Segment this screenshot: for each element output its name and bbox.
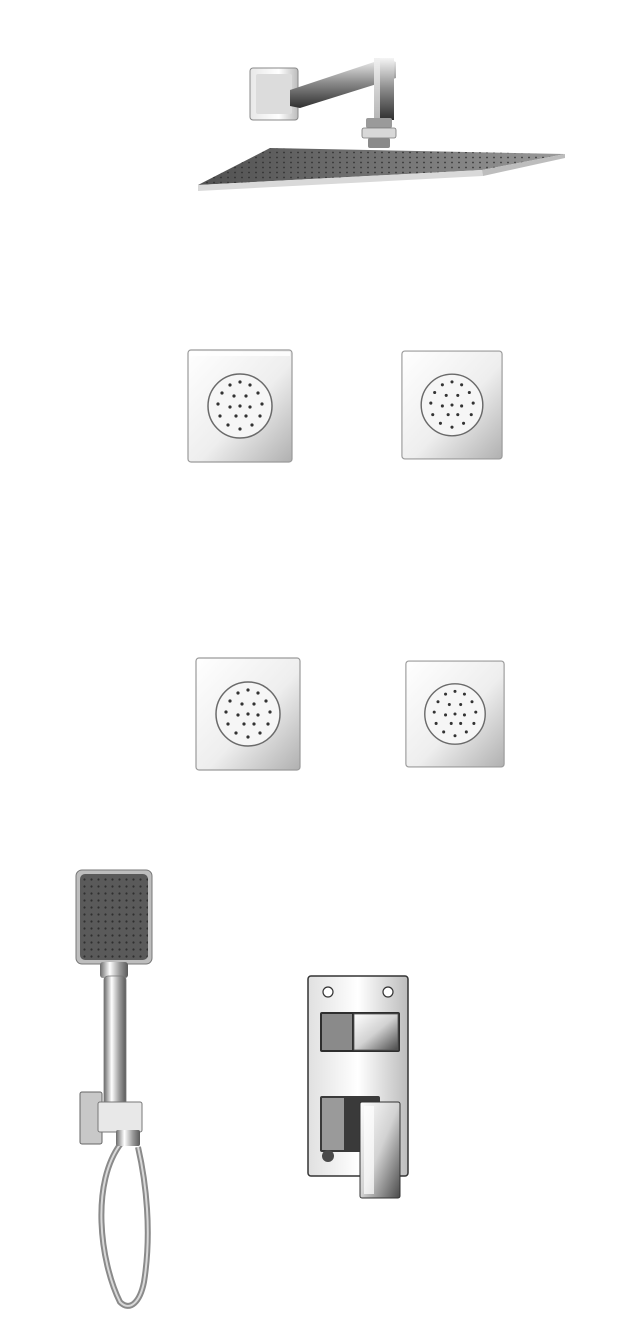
rain-shower-head [190, 50, 570, 200]
body-jet [186, 348, 294, 464]
diverter-valve-icon [307, 975, 409, 1199]
hand-shower [60, 862, 170, 1312]
body-jet-icon [195, 657, 301, 771]
body-jet [400, 348, 504, 462]
body-jet-icon [401, 350, 503, 460]
body-jet-icon [405, 660, 505, 768]
hand-shower-icon [75, 869, 153, 1309]
body-jet [194, 656, 302, 772]
body-jet [404, 658, 506, 770]
diverter-valve [304, 972, 414, 1202]
body-jet-icon [187, 349, 293, 463]
rain-shower-head-icon [198, 58, 565, 191]
